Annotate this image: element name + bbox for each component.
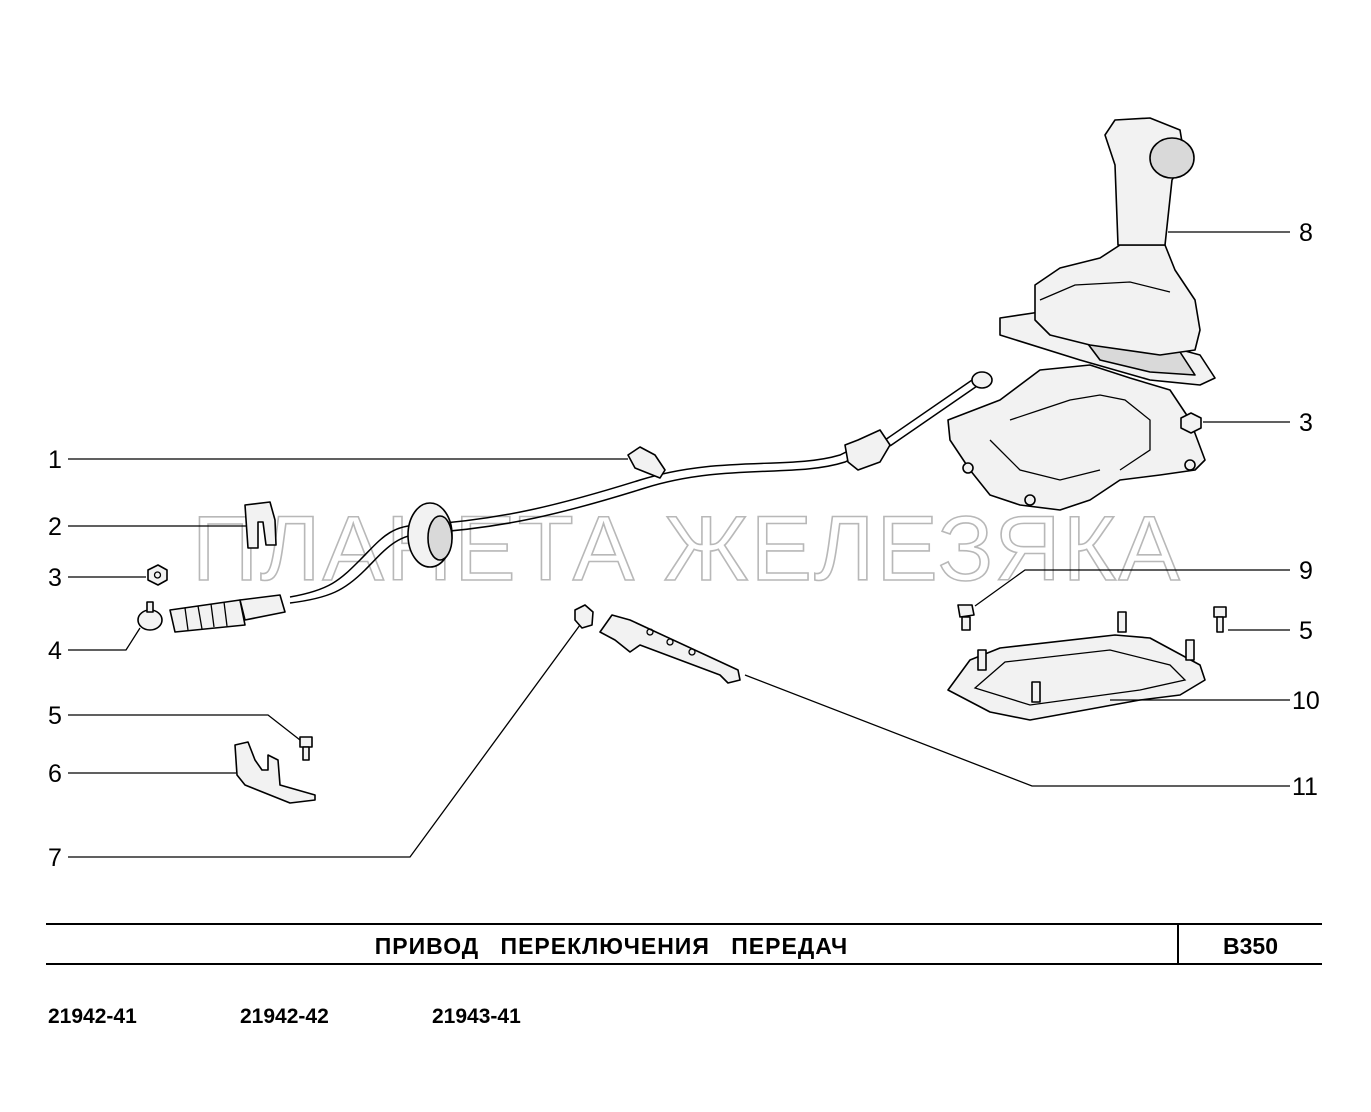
watermark: ПЛАНЕТА ЖЕЛЕЗЯКА bbox=[192, 498, 1182, 600]
model-code-3: 21943-41 bbox=[432, 1005, 521, 1028]
callout-8: 8 bbox=[1299, 219, 1313, 247]
callout-7: 7 bbox=[48, 844, 62, 872]
title-block: ПРИВОД ПЕРЕКЛЮЧЕНИЯ ПЕРЕДАЧ B350 bbox=[46, 923, 1322, 965]
callout-5-right: 5 bbox=[1299, 617, 1313, 645]
callout-4: 4 bbox=[48, 637, 62, 665]
callout-10: 10 bbox=[1292, 687, 1320, 715]
bolt-part-9 bbox=[957, 604, 975, 631]
diagram-title: ПРИВОД ПЕРЕКЛЮЧЕНИЯ ПЕРЕДАЧ bbox=[374, 933, 849, 959]
diagram-code: B350 bbox=[1223, 933, 1278, 959]
bracket-part-6 bbox=[234, 741, 316, 804]
model-code-1: 21942-41 bbox=[48, 1005, 137, 1028]
nut-part-3-left bbox=[147, 564, 168, 586]
callout-3-left: 3 bbox=[48, 564, 62, 592]
shift-cable bbox=[137, 429, 891, 633]
clip-part-1 bbox=[627, 446, 666, 479]
callout-2: 2 bbox=[48, 513, 62, 541]
model-code-2: 21942-42 bbox=[240, 1005, 329, 1028]
callout-11: 11 bbox=[1292, 773, 1318, 801]
bracket-part-11 bbox=[599, 614, 741, 684]
callout-1: 1 bbox=[48, 446, 62, 474]
mounting-plate-part-10 bbox=[947, 611, 1206, 721]
callout-5-left: 5 bbox=[48, 702, 62, 730]
bolt-part-5-left bbox=[299, 736, 313, 761]
gear-shifter-assembly bbox=[884, 117, 1216, 511]
bolt-part-5-right bbox=[1213, 606, 1227, 633]
callout-6: 6 bbox=[48, 760, 62, 788]
callout-9: 9 bbox=[1299, 557, 1313, 585]
nut-part-3-right bbox=[1180, 412, 1202, 434]
callout-3-right: 3 bbox=[1299, 409, 1313, 437]
nut-part-7 bbox=[574, 604, 594, 629]
callout-numbers: 1 2 3 4 5 6 7 8 3 9 5 10 11 bbox=[48, 219, 1320, 872]
leader-lines bbox=[68, 231, 1290, 858]
title-divider bbox=[1177, 925, 1179, 963]
retainer-part-2 bbox=[244, 501, 277, 549]
